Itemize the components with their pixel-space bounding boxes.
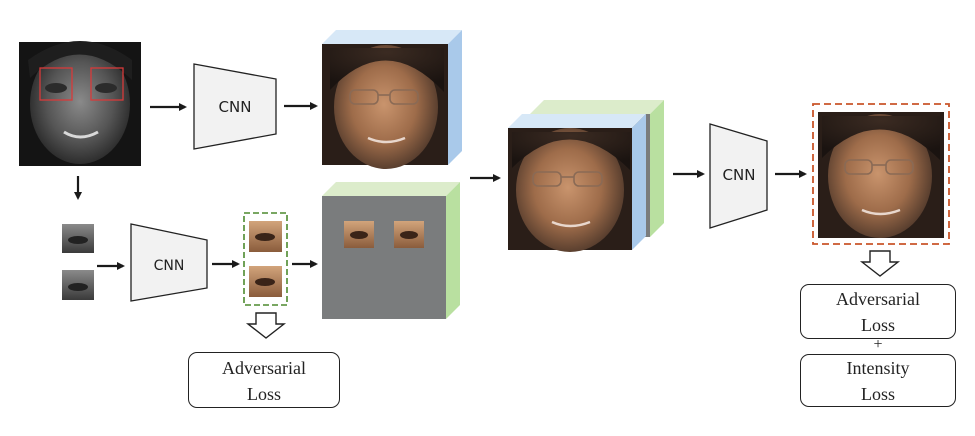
generated-eyes-group	[243, 212, 288, 306]
cnn-global-label: CNN	[219, 98, 252, 116]
intensity-loss-box: Intensity Loss	[800, 354, 956, 407]
generated-eyes-dashed-box	[243, 212, 288, 306]
local-feature-cube	[322, 182, 460, 319]
right-adv-loss-line2: Loss	[860, 315, 895, 335]
output-face-group	[812, 103, 950, 245]
generated-face-global	[334, 45, 438, 169]
plus-sign: +	[873, 336, 883, 353]
cnn-final-label: CNN	[723, 166, 756, 184]
input-nir-face-image	[19, 41, 141, 166]
fused-feature-cube	[508, 100, 664, 252]
nir-eye-crops	[62, 224, 94, 300]
hollow-arrow-to-right-loss	[859, 250, 901, 277]
right-adversarial-loss-box: Adversarial Loss	[800, 284, 956, 339]
intensity-loss-line2: Loss	[860, 384, 895, 404]
output-face	[828, 114, 932, 238]
cnn-local-label: CNN	[154, 258, 185, 274]
left-eye-region-marker	[39, 67, 73, 101]
right-eye-region-marker	[90, 67, 124, 101]
left-loss-line1: Adversarial	[222, 358, 306, 378]
left-loss-line2: Loss	[246, 384, 281, 404]
intensity-loss-line1: Intensity	[846, 358, 910, 378]
cnn-final-block: CNN	[709, 123, 768, 229]
cnn-global-block: CNN	[193, 63, 277, 150]
output-dashed-box	[812, 103, 950, 245]
cnn-local-block: CNN	[130, 223, 208, 302]
left-adversarial-loss-box: Adversarial Loss	[188, 352, 340, 408]
fused-face	[516, 128, 624, 252]
hollow-arrow-to-left-loss	[245, 312, 287, 339]
right-adv-loss-line1: Adversarial	[836, 289, 920, 309]
global-feature-cube	[322, 30, 462, 169]
